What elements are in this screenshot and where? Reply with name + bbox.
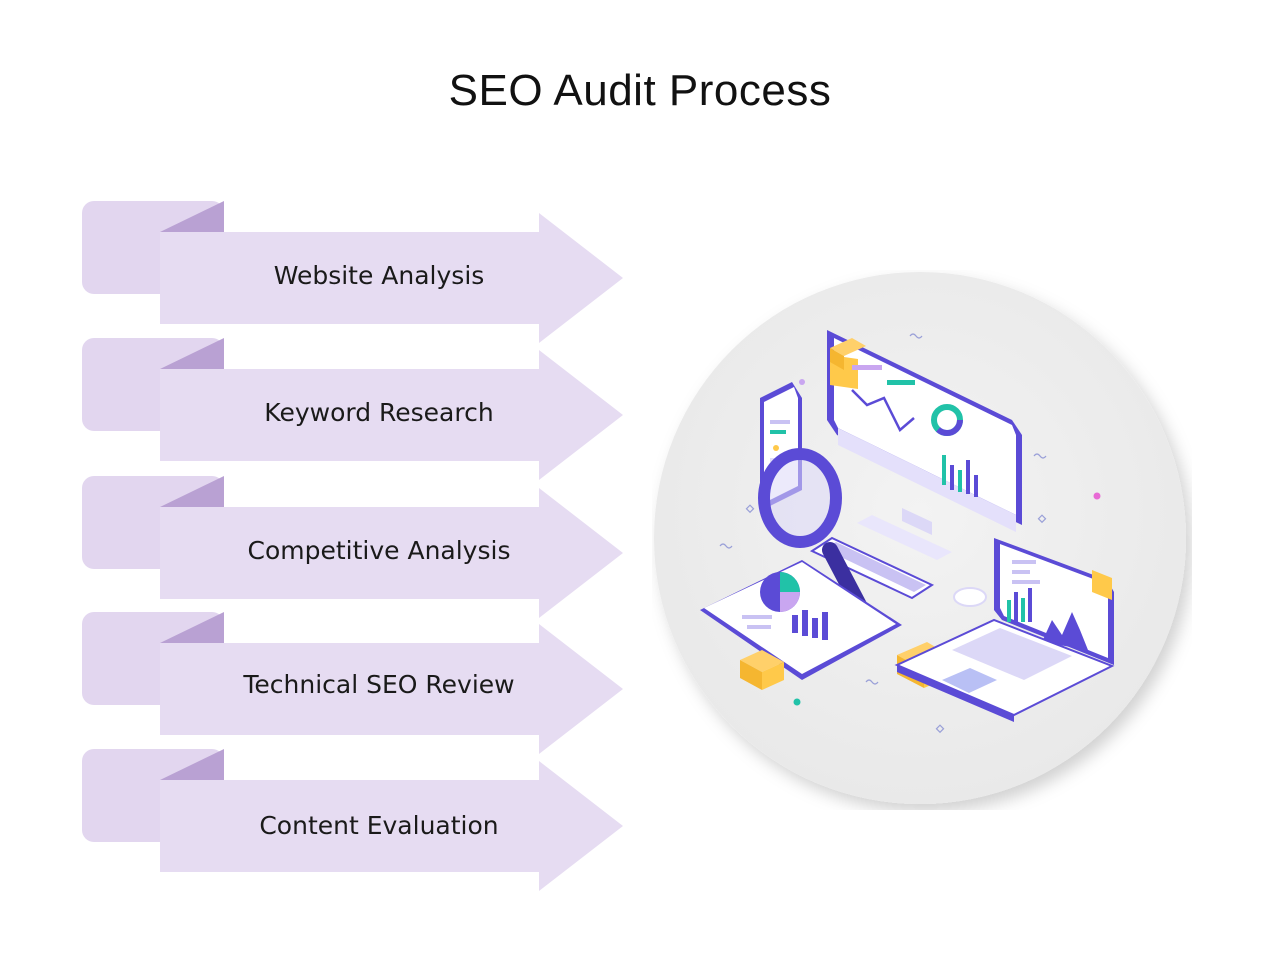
step-arrow-shape [82, 612, 623, 754]
page-title: SEO Audit Process [448, 66, 832, 115]
decorative-dots [719, 333, 1101, 734]
tablet-icon [700, 560, 902, 680]
step-label: Technical SEO Review [243, 670, 515, 699]
step-1: Website Analysis [82, 201, 627, 381]
package-icon [740, 650, 784, 690]
step-label: Website Analysis [273, 261, 485, 290]
package-icon [830, 338, 866, 370]
illustration-svg [654, 272, 1186, 804]
step-label: Content Evaluation [259, 811, 499, 840]
step-arrow-shape [82, 201, 623, 343]
step-label: Keyword Research [264, 398, 494, 427]
step-4: Technical SEO Review [82, 612, 627, 792]
step-label: Competitive Analysis [247, 536, 511, 565]
monitor-icon [827, 330, 1022, 560]
seo-illustration [652, 270, 1192, 810]
step-arrow-shape [82, 476, 623, 618]
step-arrow-shape [82, 338, 623, 480]
keyboard-icon [809, 536, 987, 607]
step-5: Content Evaluation [82, 749, 627, 929]
step-2: Keyword Research [82, 338, 627, 518]
step-3: Competitive Analysis [82, 476, 627, 656]
process-steps: Website Analysis Keyword Research Compet… [82, 201, 627, 929]
laptop-icon [894, 538, 1115, 722]
step-arrow-shape [82, 749, 623, 891]
